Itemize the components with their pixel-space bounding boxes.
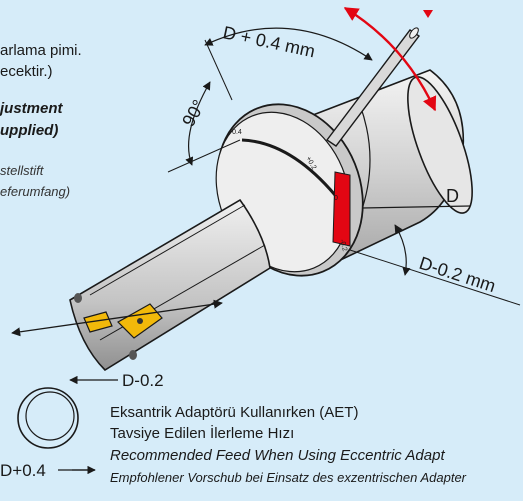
caption-tr-line2: Tavsiye Edilen İlerleme Hızı (110, 425, 295, 442)
dim-top-arc (204, 27, 373, 61)
reference-ring (17, 375, 118, 475)
cut-diameter-arrow (11, 299, 223, 337)
dim-d-label: D (446, 186, 459, 206)
dim-bottom-label: D-0.2 mm (417, 253, 498, 296)
dim-angle-label: 90° (178, 96, 209, 130)
scale-label-plus: +0.4 (228, 129, 242, 136)
caption-de: Empfohlener Vorschub bei Einsatz des exz… (110, 470, 467, 485)
red-indicator (332, 171, 351, 247)
scale-label-zero: 0 (334, 195, 338, 202)
dim-angle-arc (185, 81, 211, 166)
ring-inner-label: D-0.2 (122, 371, 164, 390)
ring-outer-label: D+0.4 (0, 461, 46, 480)
dim-d-line (361, 205, 471, 209)
rotation-marker-icon (423, 10, 433, 18)
cutter-shank (69, 198, 271, 372)
note-tr-line2: ecektir.) (0, 63, 53, 80)
rotation-arrow (343, 6, 437, 112)
note-de-line1: stellstift (0, 163, 44, 178)
scale-label-minus: -0.2 (338, 239, 348, 253)
note-en-line2: upplied) (0, 122, 59, 139)
note-de-line2: eferumfang) (0, 184, 71, 199)
caption-en: Recommended Feed When Using Eccentric Ad… (110, 447, 445, 464)
dim-bottom-arc (394, 224, 411, 276)
note-en-line1: justment (0, 100, 63, 117)
note-tr-line1: arlama pimi. (0, 42, 82, 59)
caption-tr-line1: Eksantrik Adaptörü Kullanırken (AET) (110, 404, 359, 421)
